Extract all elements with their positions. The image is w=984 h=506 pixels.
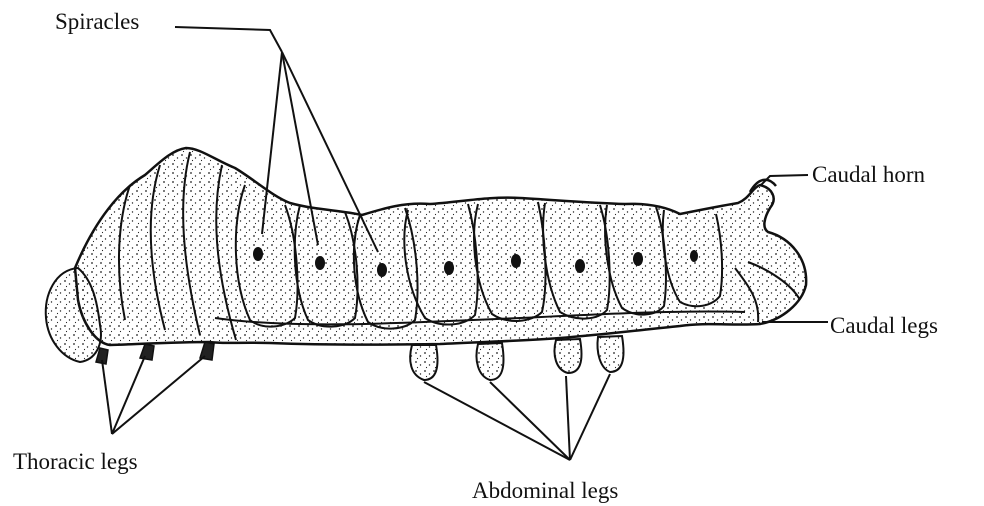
- spiracle: [377, 263, 387, 277]
- label-caudal-legs: Caudal legs: [830, 314, 938, 337]
- abdominal-leg: [410, 345, 437, 380]
- spiracle: [444, 261, 454, 275]
- label-caudal-horn: Caudal horn: [812, 163, 925, 186]
- label-abdominal-legs: Abdominal legs: [472, 479, 618, 502]
- spiracle: [633, 252, 643, 266]
- thoracic-legs-leader-lines: [102, 356, 205, 434]
- abdominal-leg: [598, 336, 624, 372]
- spiracle: [253, 247, 263, 261]
- spiracle: [690, 250, 698, 262]
- label-spiracles: Spiracles: [55, 10, 139, 33]
- abdominal-leg: [477, 343, 504, 380]
- abdominal-legs-leader-lines: [424, 374, 610, 460]
- spiracle: [315, 256, 325, 270]
- spiracle: [511, 254, 521, 268]
- spiracle: [575, 259, 585, 273]
- thoracic-leg: [140, 344, 154, 360]
- abdominal-leg: [555, 339, 582, 373]
- label-thoracic-legs: Thoracic legs: [13, 450, 138, 473]
